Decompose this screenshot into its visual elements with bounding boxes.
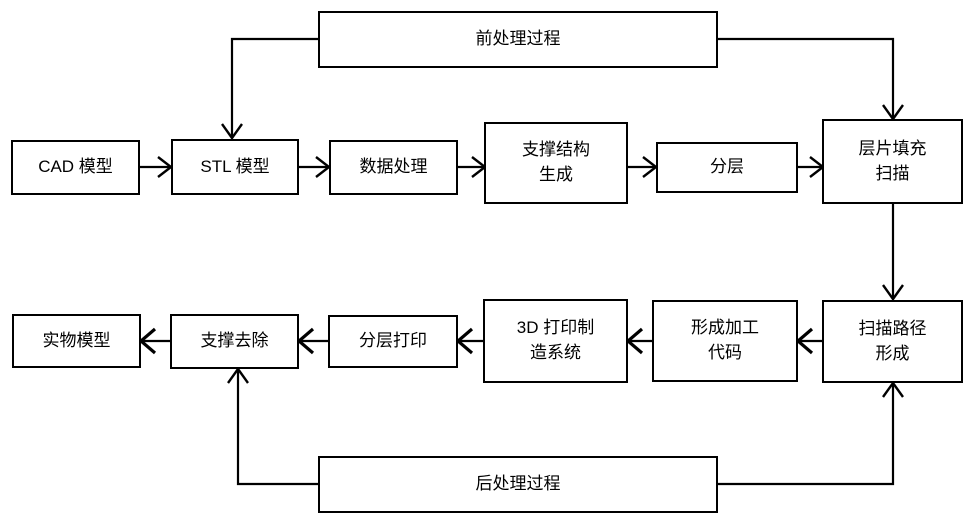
node-scan-path-generation-label: 扫描路径 形成 (858, 318, 927, 363)
arrowhead-scanpath-to-code (795, 327, 814, 355)
node-machining-code-generation[interactable]: 形成加工 代码 (652, 300, 798, 382)
node-support-removal[interactable]: 支撑去除 (170, 314, 299, 369)
band-pre-process-label: 前处理过程 (475, 29, 561, 49)
node-printing-manufacturing-system-label: 3D 打印制 造系统 (516, 318, 595, 362)
arrowhead-code-to-system (625, 327, 644, 355)
arrowhead-system-to-layerprint (455, 327, 474, 355)
arrowhead-layerprint-to-supportremoval (296, 327, 315, 355)
arrowhead-postprocess-to-supportremoval (227, 366, 249, 384)
band-post-process[interactable]: 后处理过程 (318, 456, 718, 513)
node-data-processing[interactable]: 数据处理 (329, 140, 458, 195)
node-support-removal-label: 支撑去除 (200, 331, 269, 351)
arrowhead-layerfill-to-scanpath (882, 284, 904, 302)
node-data-processing-label: 数据处理 (359, 157, 428, 177)
node-slicing-label: 分层 (710, 157, 744, 177)
node-printing-manufacturing-system[interactable]: 3D 打印制 造系统 (483, 299, 628, 383)
node-cad-model[interactable]: CAD 模型 (11, 140, 140, 195)
node-physical-model[interactable]: 实物模型 (12, 314, 141, 368)
band-pre-process[interactable]: 前处理过程 (318, 11, 718, 68)
arrowhead-postprocess-to-scanpath (882, 380, 904, 398)
band-post-process-label: 后处理过程 (475, 474, 561, 494)
node-physical-model-label: 实物模型 (42, 330, 111, 350)
node-slicing[interactable]: 分层 (656, 142, 798, 193)
node-stl-model[interactable]: STL 模型 (171, 139, 299, 195)
node-layer-fill-scan[interactable]: 层片填充 扫描 (822, 119, 963, 204)
node-cad-model-label: CAD 模型 (38, 157, 113, 177)
edge-preprocess-to-stl (230, 37, 318, 137)
edge-postprocess-to-supportremoval (236, 370, 318, 486)
edge-postprocess-to-scanpath (718, 384, 895, 486)
node-stl-model-label: STL 模型 (200, 156, 270, 176)
edge-preprocess-to-layerfill (718, 37, 895, 118)
node-support-structure-generation-label: 支撑结构 生成 (522, 140, 590, 184)
arrowhead-preprocess-to-stl (221, 123, 243, 141)
node-layer-fill-scan-label: 层片填充 扫描 (858, 138, 927, 183)
node-layer-printing-label: 分层打印 (359, 331, 427, 351)
node-machining-code-generation-label: 形成加工 代码 (691, 318, 759, 362)
node-layer-printing[interactable]: 分层打印 (328, 315, 458, 368)
arrowhead-supportremoval-to-physical (138, 327, 157, 355)
node-support-structure-generation[interactable]: 支撑结构 生成 (484, 122, 628, 204)
node-scan-path-generation[interactable]: 扫描路径 形成 (822, 300, 963, 383)
